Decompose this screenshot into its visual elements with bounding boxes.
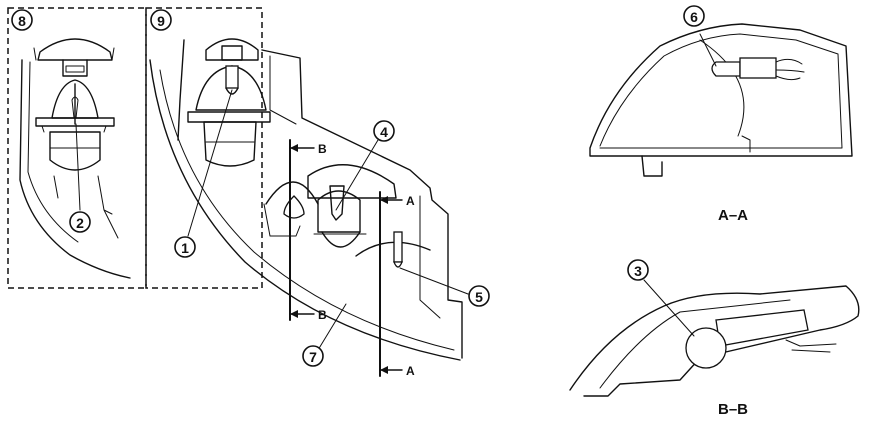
svg-text:5: 5 — [475, 289, 483, 305]
section-a-bottom-label: A — [406, 364, 415, 378]
detail-8-housing-inner — [27, 61, 79, 243]
bulb-3 — [685, 327, 727, 369]
section-aa-housing — [589, 23, 853, 157]
bulb-6-socket — [739, 57, 777, 79]
svg-text:7: 7 — [309, 349, 317, 365]
outer-lens-outline — [149, 59, 461, 361]
callout-4: 4 — [373, 120, 395, 142]
outer-lens-inner — [159, 69, 455, 351]
leader-3 — [643, 279, 695, 337]
svg-text:9: 9 — [157, 13, 165, 29]
center-lens — [321, 231, 361, 248]
detail-9-bulb-base — [225, 65, 239, 89]
detail-9-lens — [203, 121, 257, 167]
detail-8 — [7, 7, 147, 289]
right-lamp-housing — [355, 241, 431, 257]
center-housing — [307, 164, 397, 199]
detail-8-top-cap — [37, 38, 113, 61]
detail-9-bezel — [187, 111, 271, 123]
svg-text:3: 3 — [634, 263, 642, 279]
section-aa-reflector — [699, 39, 745, 137]
section-bb-view — [569, 279, 860, 397]
housing-back — [261, 49, 463, 359]
bulb-6 — [711, 61, 741, 77]
center-bulb — [329, 185, 345, 221]
callout-7: 7 — [302, 345, 324, 367]
section-bb-housing — [569, 285, 860, 397]
detail-9-top-cap — [205, 38, 259, 61]
detail-8-housing-outline — [19, 59, 131, 279]
svg-text:1: 1 — [181, 240, 189, 256]
bulb-5-stem — [393, 231, 403, 263]
leader-4 — [335, 139, 379, 211]
detail-9 — [145, 7, 271, 289]
svg-text:2: 2 — [76, 215, 84, 231]
leader-1 — [187, 89, 233, 237]
detail-8-frame — [7, 7, 147, 289]
callout-2: 2 — [69, 211, 91, 233]
section-aa-view — [589, 23, 853, 177]
section-b-top-label: B — [318, 142, 327, 156]
bulb-5 — [393, 261, 403, 268]
callout-3: 3 — [627, 259, 649, 281]
leader-2 — [75, 123, 81, 211]
callout-8: 8 — [11, 9, 33, 31]
leader-5 — [399, 267, 469, 295]
main-assembly — [149, 49, 469, 377]
detail-8-bezel — [35, 117, 115, 127]
detail-8-lens — [49, 131, 101, 171]
callout-6: 6 — [683, 5, 705, 27]
callout-1: 1 — [174, 236, 196, 258]
callout-5: 5 — [468, 285, 490, 307]
detail-9-frame — [145, 7, 263, 289]
detail-9-bulb — [225, 87, 239, 95]
section-bb-socket — [715, 309, 809, 347]
svg-text:8: 8 — [18, 13, 26, 29]
section-b-bottom-label: B — [318, 308, 327, 322]
detail-8-reflector — [51, 79, 99, 119]
detail-8-socket — [62, 59, 88, 77]
section-a-top-label: A — [406, 194, 415, 208]
center-reflector — [317, 190, 361, 233]
section-aa-title: A–A — [718, 207, 748, 224]
svg-text:6: 6 — [690, 9, 698, 25]
left-lamp-housing — [265, 181, 319, 205]
leader-7 — [317, 303, 347, 351]
callout-9: 9 — [150, 9, 172, 31]
section-bb-title: B–B — [718, 401, 748, 418]
leader-6 — [699, 33, 717, 67]
svg-text:4: 4 — [380, 124, 388, 140]
left-lamp-bulb — [283, 195, 305, 219]
